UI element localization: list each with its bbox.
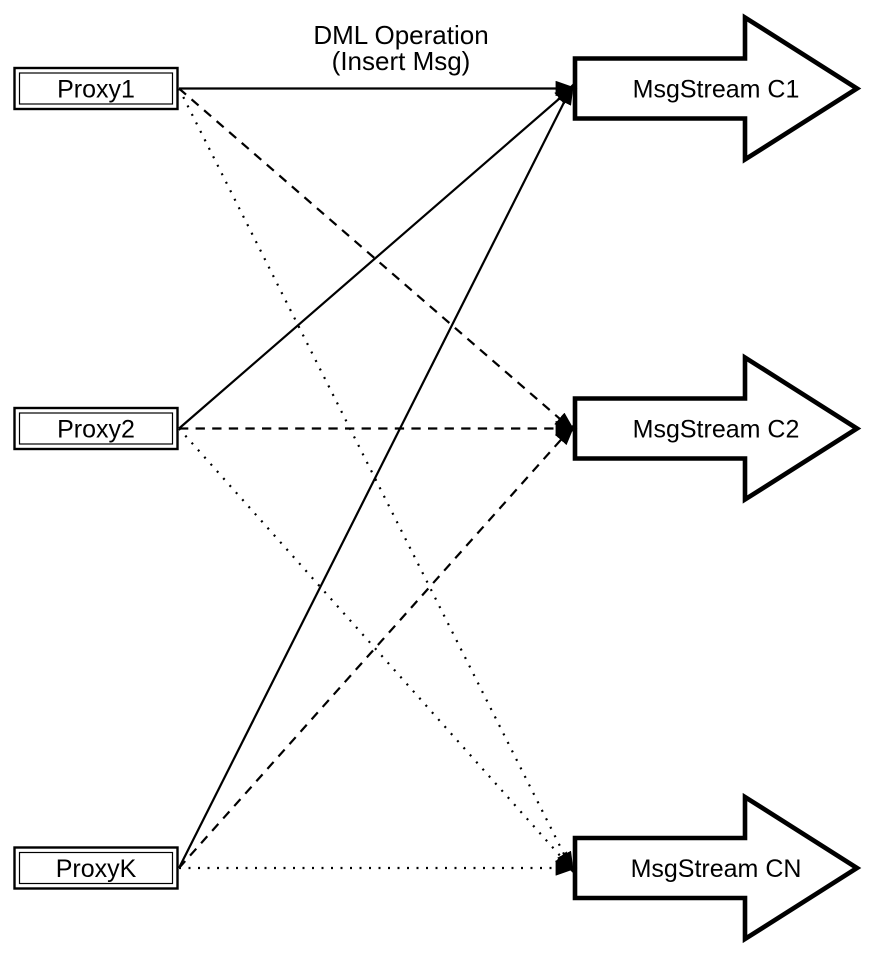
edge-proxyk-c2 — [178, 423, 576, 869]
proxyk-box — [13, 846, 179, 890]
edge-proxyk-c1 — [178, 82, 574, 869]
proxy2-box — [13, 406, 179, 451]
msgstream-c2-node: MsgStream C2 — [572, 353, 862, 504]
edge-layer — [178, 80, 578, 876]
msgstream-c2-label: MsgStream C2 — [633, 416, 800, 444]
msgstream-c2-arrow-icon — [572, 353, 862, 504]
edge-proxy2-c1 — [178, 84, 576, 430]
annotation-line1: DML Operation — [313, 20, 488, 50]
dml-operation-annotation: DML Operation (Insert Msg) — [313, 20, 488, 76]
proxy1-box — [13, 66, 179, 111]
proxy1-node: Proxy1 — [13, 66, 179, 111]
edge-proxy1-c2 — [178, 87, 576, 433]
proxyk-box-inner-border — [18, 851, 174, 885]
proxyk-node: ProxyK — [13, 846, 179, 890]
annotation-line2: (Insert Msg) — [332, 46, 471, 76]
msgstream-c1-node: MsgStream C1 — [572, 13, 862, 164]
msgstream-cn-label: MsgStream CN — [631, 855, 802, 883]
msgstream-cn-node: MsgStream CN — [572, 792, 862, 944]
proxy1-label: Proxy1 — [57, 76, 135, 104]
proxy2-label: Proxy2 — [57, 416, 135, 444]
msgstream-c1-label: MsgStream C1 — [633, 76, 800, 104]
proxy1-box-inner-border — [18, 72, 174, 105]
proxyk-label: ProxyK — [56, 855, 137, 883]
msgstream-c1-arrow-icon — [572, 13, 862, 164]
proxy2-node: Proxy2 — [13, 406, 179, 451]
msgstream-cn-arrow-icon — [572, 792, 862, 944]
proxy2-box-inner-border — [18, 412, 174, 445]
